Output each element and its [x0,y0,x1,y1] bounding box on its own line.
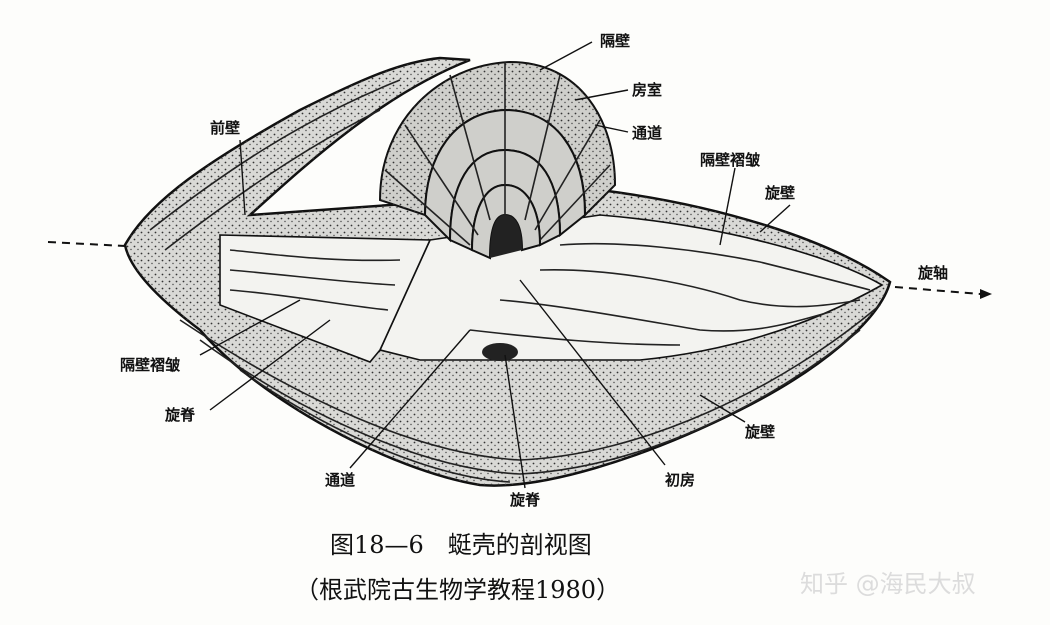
chamber-fan [378,60,617,260]
figure-caption: 图18—6 蜓壳的剖视图 [330,531,592,559]
axial-cut-plane [219,234,432,363]
axis-line-right [894,286,981,295]
leader-qianbi [239,139,246,216]
leader-tongdao-bottom [349,329,471,469]
chomata-blob [482,343,518,361]
lower-ridge [199,329,861,475]
axis-arrow [980,289,992,299]
leader-tongdao-top [594,124,629,133]
leader-zhezhou-left [199,299,301,356]
leader-xuanbi-bottom [699,394,746,423]
label-septal-fluting-left: 隔壁褶皱 [120,356,181,374]
label-septal-fluting-right: 隔壁褶皱 [700,151,761,169]
label-septum-top: 隔壁 [600,32,630,50]
septal-fold-lines [499,299,831,332]
leader-zhezhou-right [719,167,736,246]
axial-septa-lines [229,249,401,262]
watermark: 知乎 @海民大叔 [800,570,976,598]
leader-fangshi [574,89,629,101]
label-proloculus: 初房 [665,471,695,489]
label-chomata-bottom: 旋脊 [509,491,541,509]
leader-geban-top [539,41,593,71]
label-chomata-left: 旋脊 [164,406,196,424]
label-spirotheca-top: 旋壁 [764,184,795,202]
leader-xuanji-bottom [504,354,526,489]
leader-xuanbi-top [759,204,791,233]
label-axis: 旋轴 [917,264,948,282]
upper-ridge [164,109,381,251]
label-tunnel-top: 通道 [632,124,662,142]
axis-line-left [47,241,126,247]
figure-source: （根武院古生物学教程1980） [295,576,620,604]
leader-chufang [519,279,666,466]
label-spirotheca-bottom: 旋壁 [744,423,775,441]
label-chamber: 房室 [632,81,662,99]
label-antetheca: 前壁 [210,119,240,137]
upper-ridge [149,79,401,231]
leader-xuanji-left [209,319,331,411]
septal-fold-lines [469,329,681,346]
axial-septa-lines [229,269,396,286]
septal-fold-lines [539,268,861,308]
lower-ridge [239,369,511,483]
septal-fold-lines [559,242,871,291]
label-tunnel-bottom: 通道 [325,471,355,489]
axial-septa-lines [229,289,389,311]
